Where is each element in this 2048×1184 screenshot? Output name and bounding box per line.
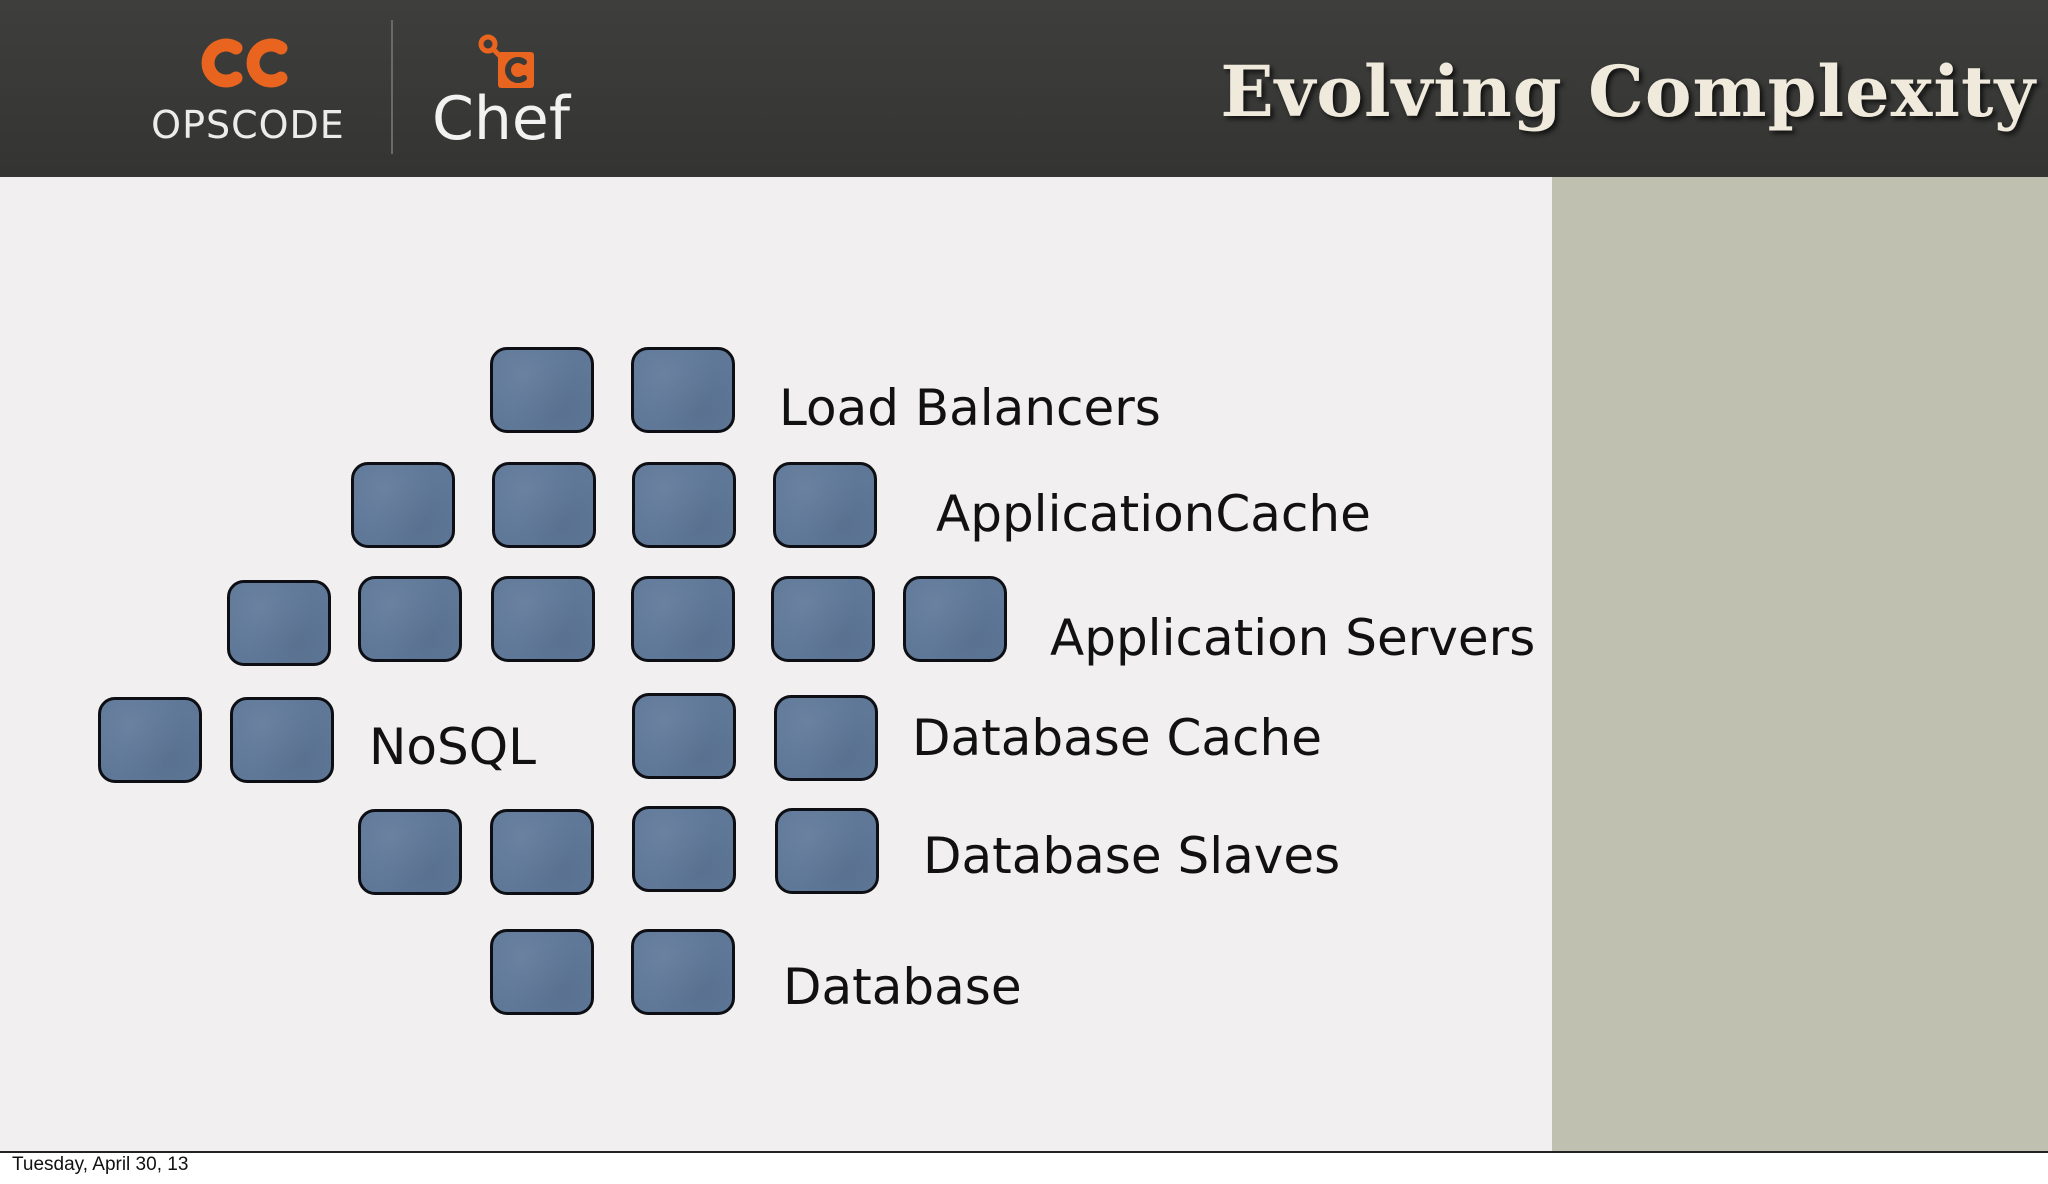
chef-logo-icon bbox=[478, 34, 534, 88]
chef-wordmark: Chef bbox=[432, 84, 570, 154]
server-icon-database-1 bbox=[490, 929, 594, 1015]
slide-title: Evolving Complexity bbox=[1220, 50, 2036, 133]
server-icon-load-balancer-1 bbox=[490, 347, 594, 433]
label-application-servers: Application Servers bbox=[1050, 609, 1536, 667]
footer-divider bbox=[0, 1151, 2048, 1153]
label-database-slaves: Database Slaves bbox=[923, 827, 1341, 885]
header-bar: OPSCODE Chef Evolving Complexity bbox=[0, 0, 2048, 177]
server-icon-db-slave-4 bbox=[775, 808, 879, 894]
server-icon-nosql-1 bbox=[98, 697, 202, 783]
opscode-logo-icon bbox=[201, 38, 288, 88]
server-icon-app-server-1 bbox=[227, 580, 331, 666]
label-application-cache: ApplicationCache bbox=[936, 485, 1371, 543]
label-database-cache: Database Cache bbox=[912, 709, 1322, 767]
server-icon-nosql-2 bbox=[230, 697, 334, 783]
server-icon-app-server-5 bbox=[771, 576, 875, 662]
server-icon-db-slave-2 bbox=[490, 809, 594, 895]
server-icon-app-cache-4 bbox=[773, 462, 877, 548]
logo-divider bbox=[391, 20, 393, 154]
server-icon-db-slave-3 bbox=[632, 806, 736, 892]
server-icon-database-2 bbox=[631, 929, 735, 1015]
server-icon-app-cache-3 bbox=[632, 462, 736, 548]
server-icon-app-cache-2 bbox=[492, 462, 596, 548]
server-icon-app-cache-1 bbox=[351, 462, 455, 548]
side-panel bbox=[1552, 177, 2048, 1152]
label-database: Database bbox=[783, 958, 1022, 1016]
server-icon-db-slave-1 bbox=[358, 809, 462, 895]
server-icon-load-balancer-2 bbox=[631, 347, 735, 433]
server-icon-app-server-4 bbox=[631, 576, 735, 662]
server-icon-app-server-3 bbox=[491, 576, 595, 662]
opscode-wordmark: OPSCODE bbox=[151, 103, 345, 147]
footer-date: Tuesday, April 30, 13 bbox=[12, 1154, 189, 1175]
label-load-balancers: Load Balancers bbox=[779, 379, 1161, 437]
server-icon-db-cache-2 bbox=[774, 695, 878, 781]
server-icon-app-server-2 bbox=[358, 576, 462, 662]
server-icon-db-cache-1 bbox=[632, 693, 736, 779]
label-nosql: NoSQL bbox=[369, 718, 536, 776]
server-icon-app-server-6 bbox=[903, 576, 1007, 662]
